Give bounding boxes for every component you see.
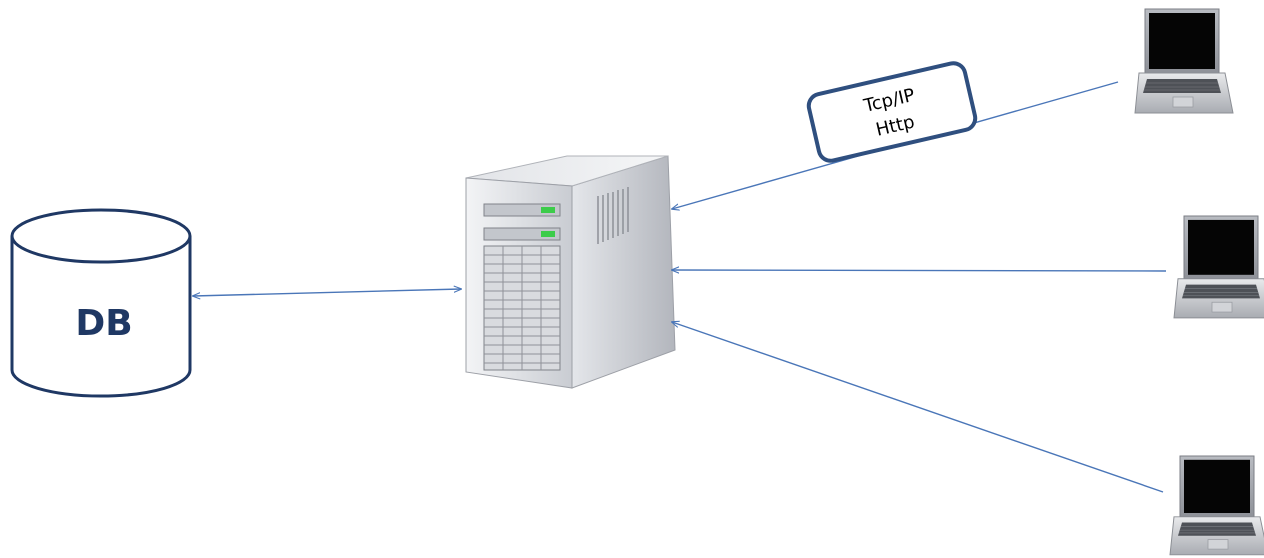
database-label: DB <box>75 303 132 344</box>
vent-grille <box>597 187 629 244</box>
laptop-icon <box>1169 455 1264 556</box>
database-cylinder: DB <box>10 208 192 398</box>
server-icon <box>465 155 676 389</box>
laptop-icon <box>1134 8 1234 114</box>
protocol-label-box: Tcp/IP Http <box>806 61 978 163</box>
client2-server-connector <box>672 270 1167 271</box>
client3-server-connector <box>672 322 1164 493</box>
db-server-connector <box>193 289 461 296</box>
status-light <box>541 207 555 213</box>
laptop-icon <box>1173 215 1264 319</box>
status-light <box>541 231 555 237</box>
